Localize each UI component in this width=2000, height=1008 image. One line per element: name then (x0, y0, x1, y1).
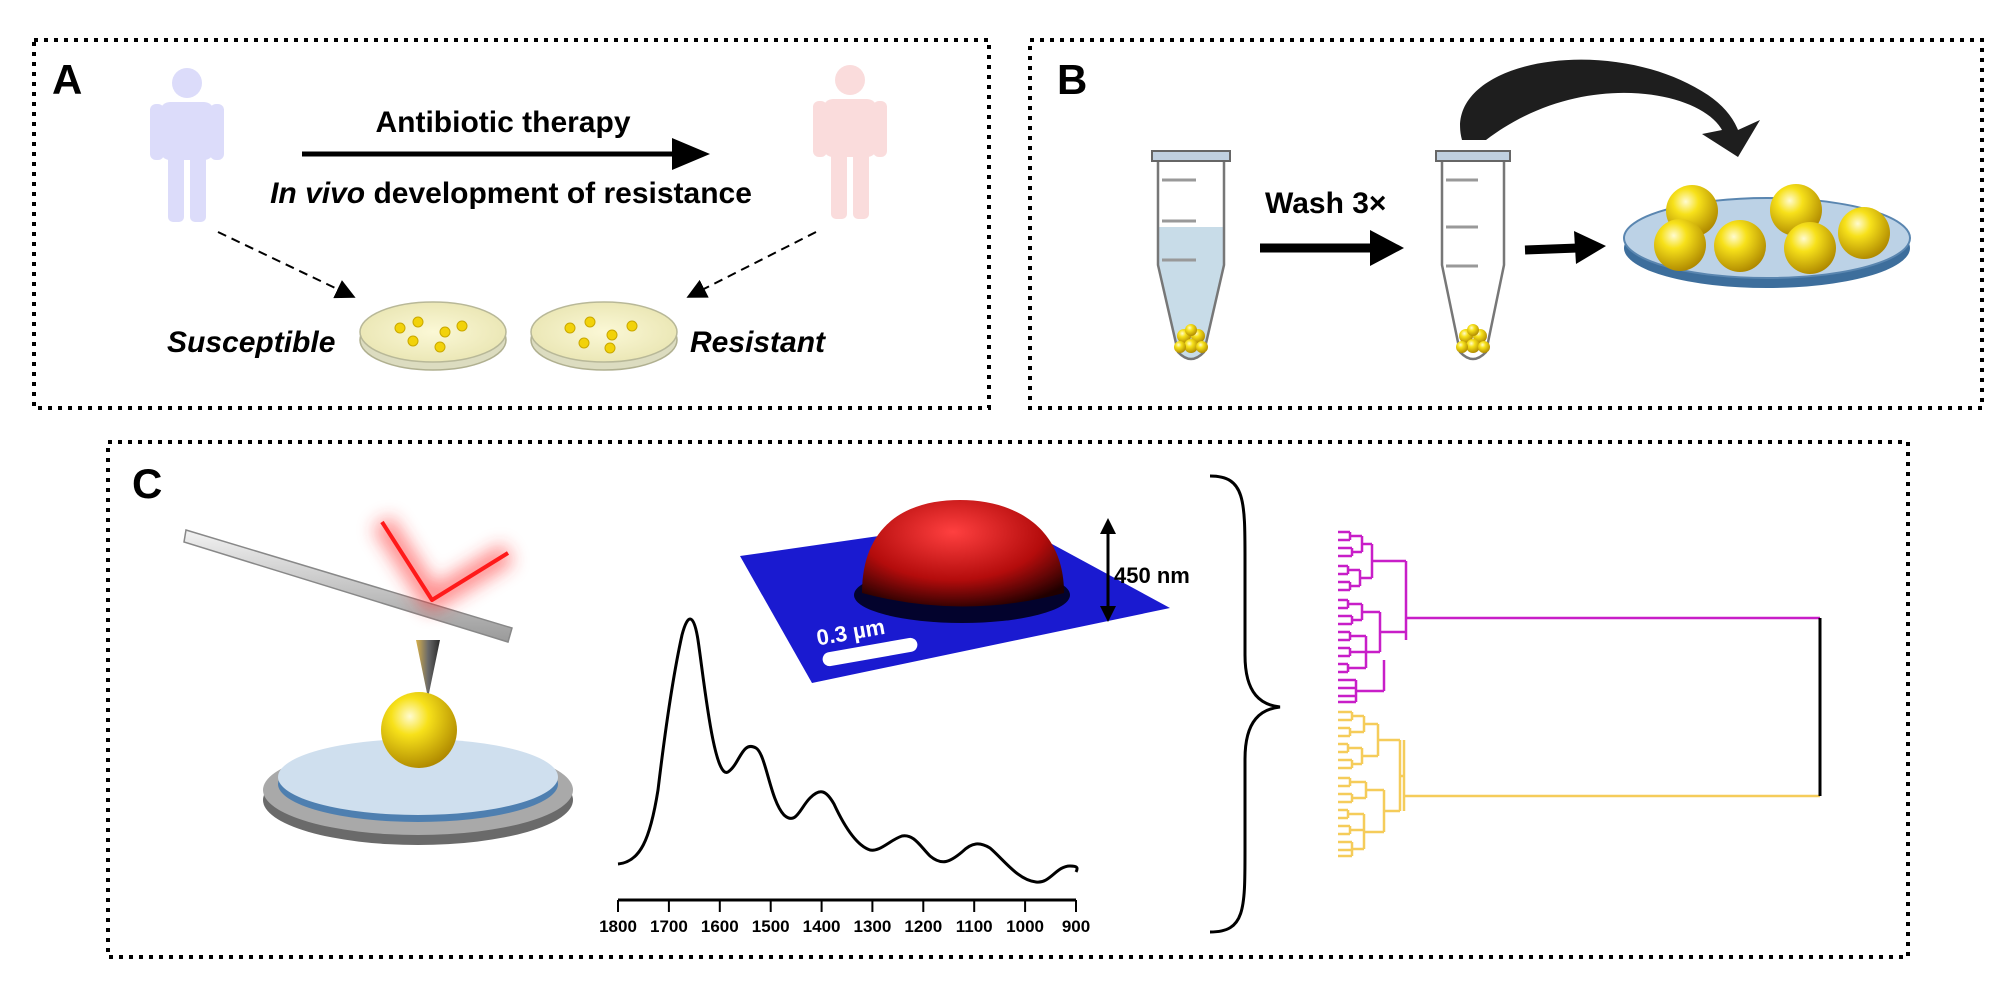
person-icon-susceptible (150, 68, 224, 222)
height-arrow (1100, 518, 1116, 622)
panel-b-letter: B (1057, 56, 1087, 103)
afm-stage-icon (263, 739, 573, 845)
petri-dish-icon-susceptible (359, 301, 507, 371)
tick-label: 900 (1062, 917, 1090, 936)
transfer-arrow (1524, 231, 1606, 264)
tick-label: 1400 (803, 917, 841, 936)
spectrum-ticks (617, 900, 1077, 912)
ir-spectrum: 1800 1700 1600 1500 1400 1300 1200 1100 … (599, 617, 1090, 936)
wash-arrow (1260, 230, 1404, 266)
afm-cantilever-icon (183, 529, 513, 698)
cluster-yellow (1338, 710, 1820, 858)
scale-bar (822, 637, 918, 667)
dashed-arrow-right (686, 231, 817, 298)
panel-a: A Antibiotic therapy In vivo development… (32, 38, 991, 410)
resistance-development-label: In vivo development of resistance (270, 177, 752, 210)
dendrogram-icon (1338, 530, 1822, 858)
petri-dish-icon-resistant (530, 301, 678, 371)
curved-transfer-arrow (1460, 59, 1760, 157)
antibiotic-therapy-label: Antibiotic therapy (375, 106, 630, 139)
panel-b: B Wash 3× (1028, 38, 1984, 410)
spectrum-line (617, 617, 1079, 884)
curly-brace (1209, 474, 1281, 934)
therapy-arrow (302, 138, 710, 170)
wash-label: Wash 3× (1265, 187, 1386, 220)
bacterium-icon (381, 692, 457, 768)
microtube-icon-1 (1151, 150, 1231, 361)
panel-c: C 0.3 µm 450 nm (106, 440, 1910, 959)
cluster-magenta (1338, 530, 1820, 704)
substrate-icon (1623, 184, 1911, 288)
tick-label: 1700 (650, 917, 688, 936)
tick-label: 1600 (701, 917, 739, 936)
afm-topography-image: 0.3 µm (740, 500, 1170, 683)
tick-label: 1100 (956, 917, 993, 936)
tick-label: 1000 (1006, 917, 1044, 936)
person-icon-resistant (813, 65, 887, 219)
susceptible-label: Susceptible (167, 326, 335, 359)
dashed-arrow-left (217, 231, 356, 299)
tick-label: 1200 (904, 917, 942, 936)
laser-beam-icon (372, 516, 514, 611)
tick-label: 1800 (599, 917, 637, 936)
panel-c-border (106, 440, 1910, 959)
panel-c-letter: C (132, 460, 162, 507)
microtube-icon-2 (1435, 150, 1511, 361)
panel-a-letter: A (52, 56, 82, 103)
resistant-label: Resistant (690, 326, 827, 359)
tick-label: 1300 (853, 917, 891, 936)
height-label: 450 nm (1114, 563, 1190, 588)
panel-a-border (32, 38, 991, 410)
tick-label: 1500 (752, 917, 790, 936)
